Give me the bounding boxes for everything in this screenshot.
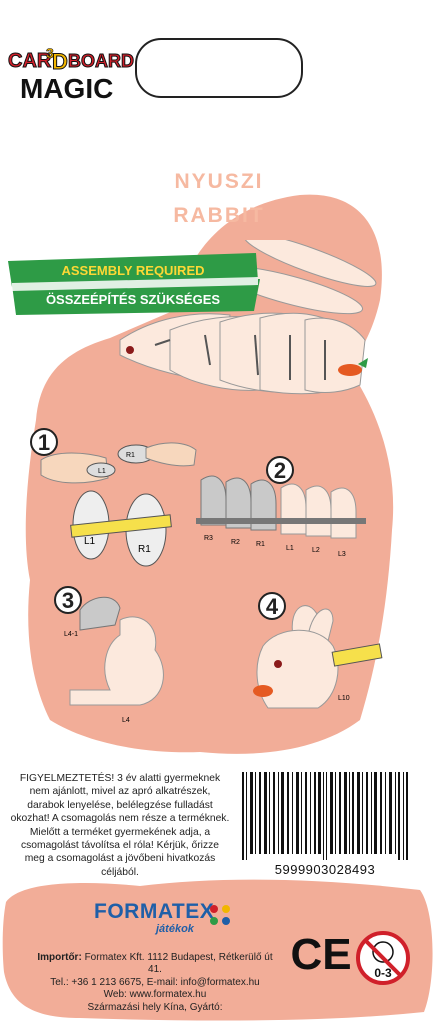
step-2-illustration: R3 R2 R1 L1 L2 L3 <box>196 475 366 558</box>
age-warning-text: 0-3 <box>374 966 392 980</box>
barcode <box>242 772 408 860</box>
importer-web: Web: www.formatex.hu <box>103 989 207 1001</box>
barcode-number: 5999903028493 <box>274 862 376 877</box>
assembly-required-banner: ASSEMBLY REQUIRED ÖSSZEÉPÍTÉS SZÜKSÉGES <box>8 253 260 315</box>
banner-hungarian-text: ÖSSZEÉPÍTÉS SZÜKSÉGES <box>46 292 220 307</box>
step-3-illustration: L4-1 L4 <box>64 596 164 724</box>
step-1-part-l1-small: L1 <box>98 468 106 475</box>
banner-english-text: ASSEMBLY REQUIRED <box>61 263 204 278</box>
step-3-part-l4-1: L4-1 <box>64 631 78 638</box>
step-3-part-l4: L4 <box>122 717 130 724</box>
importer-contact: Tel.: +36 1 213 6675, E-mail: info@forma… <box>50 976 260 988</box>
logo-d-text: D <box>52 49 68 74</box>
importer-info: Importőr: Formatex Kft. 1112 Budapest, R… <box>30 952 280 1014</box>
hanger-hole <box>135 38 303 98</box>
formatex-logo: FORMATEX <box>94 900 215 923</box>
step-1-part-l1: L1 <box>84 536 96 547</box>
formatex-subtitle: játékok <box>156 923 194 935</box>
step-2-part-l2: L2 <box>312 547 320 554</box>
step-1-part-r1-small: R1 <box>126 452 135 459</box>
warning-text: FIGYELMEZTETÉS! 3 év alatti gyermeknek n… <box>10 773 230 878</box>
step-2-part-l1: L1 <box>286 545 294 552</box>
logo-magic-text: MAGIC <box>20 73 113 104</box>
step-1-number: 1 <box>30 428 58 456</box>
step-2-part-l3: L3 <box>338 551 346 558</box>
formatex-star-icon <box>210 905 230 925</box>
title-hungarian: NYUSZI <box>174 170 264 193</box>
rabbit-model-illustration <box>119 240 377 395</box>
title-english: RABBIT <box>173 204 265 227</box>
importer-address: Formatex Kft. 1112 Budapest, Rétkerülő ú… <box>81 952 273 976</box>
step-4-illustration: L10 <box>253 605 383 709</box>
logo-3-text: 3 <box>46 45 54 61</box>
footer-background <box>2 879 433 1021</box>
logo-car-text: CAR <box>8 50 52 72</box>
step-2-part-r2: R2 <box>231 539 240 546</box>
logo-board-text: BOARD <box>68 51 134 71</box>
step-4-number: 4 <box>258 592 286 620</box>
ce-mark-text: CE <box>290 930 351 979</box>
ce-mark-icon: CE <box>290 930 351 979</box>
importer-origin: Származási hely Kína, Gyártó: <box>87 1001 223 1013</box>
cardboard-magic-logo: CAR 3 D BOARD MAGIC <box>6 42 136 108</box>
step-4-part-l10: L10 <box>338 695 350 702</box>
step-2-part-r1: R1 <box>256 541 265 548</box>
step-2-number: 2 <box>266 456 294 484</box>
age-warning-icon: 0-3 <box>356 931 410 985</box>
step-3-number: 3 <box>54 586 82 614</box>
importer-label: Importőr: <box>37 952 82 963</box>
step-1-part-r1: R1 <box>138 544 151 555</box>
step-2-part-r3: R3 <box>204 535 213 542</box>
importer-line: Importőr: Formatex Kft. 1112 Budapest, R… <box>30 952 280 977</box>
step-1-illustration: L1 R1 L1 R1 <box>40 442 197 567</box>
